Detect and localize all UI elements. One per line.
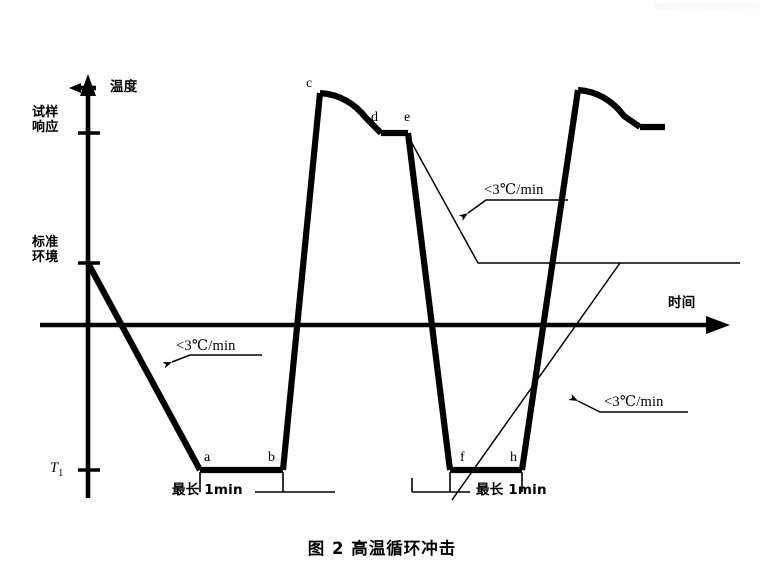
point-label-c: c <box>306 76 313 91</box>
segment-drop-e-f <box>404 132 454 471</box>
rate-leader-lines <box>162 199 688 413</box>
segment-rise-h-peak <box>518 89 582 471</box>
point-label-b: b <box>268 450 276 465</box>
point-label-h: h <box>510 450 518 465</box>
x-axis-label: 时间 <box>668 295 696 311</box>
y-axis-label: 温度 <box>110 79 138 95</box>
dwell-annotation-first: 最长 1min <box>172 482 243 498</box>
segment-rise-b-c <box>279 92 324 471</box>
y-tick-label-t1: T1 <box>50 460 64 479</box>
point-label-e: e <box>404 110 411 125</box>
y-axis-arrow <box>80 74 96 96</box>
scan-artifact <box>655 2 760 9</box>
figure-caption: 图 2 高温循环冲击 <box>307 539 457 558</box>
rate-leader-cooling-first <box>162 354 262 369</box>
y-tick-label-specimen-response: 试样响应 <box>32 105 59 135</box>
segment-initial-cooldown <box>85 261 203 472</box>
point-label-a: a <box>204 450 211 465</box>
point-label-d: d <box>371 110 379 125</box>
rate-leader-cooling-second <box>458 199 568 222</box>
segment-overshoot-second <box>577 86 642 130</box>
dwell-bracket-second <box>412 472 523 493</box>
dwell-bracket-first <box>199 472 335 493</box>
reference-lines <box>407 135 740 501</box>
x-axis-arrow <box>706 316 730 334</box>
specimen-response-trace <box>85 86 665 474</box>
axis-group <box>40 74 730 498</box>
dwell-annotation-second: 最长 1min <box>476 482 547 498</box>
y-tick-label-standard-environment: 标准环境 <box>32 235 59 265</box>
reference-line-first-cooldown <box>407 135 740 264</box>
point-label-f: f <box>460 450 465 465</box>
rate-annotation-cooling-first: <3℃/min <box>176 338 236 354</box>
rate-leader-heating-second <box>568 393 688 413</box>
rate-annotation-heating-second: <3℃/min <box>604 394 664 410</box>
dwell-dimension-lines <box>199 472 523 493</box>
rate-annotation-cooling-second: <3℃/min <box>484 182 544 198</box>
segment-overshoot-c-d <box>319 89 384 136</box>
